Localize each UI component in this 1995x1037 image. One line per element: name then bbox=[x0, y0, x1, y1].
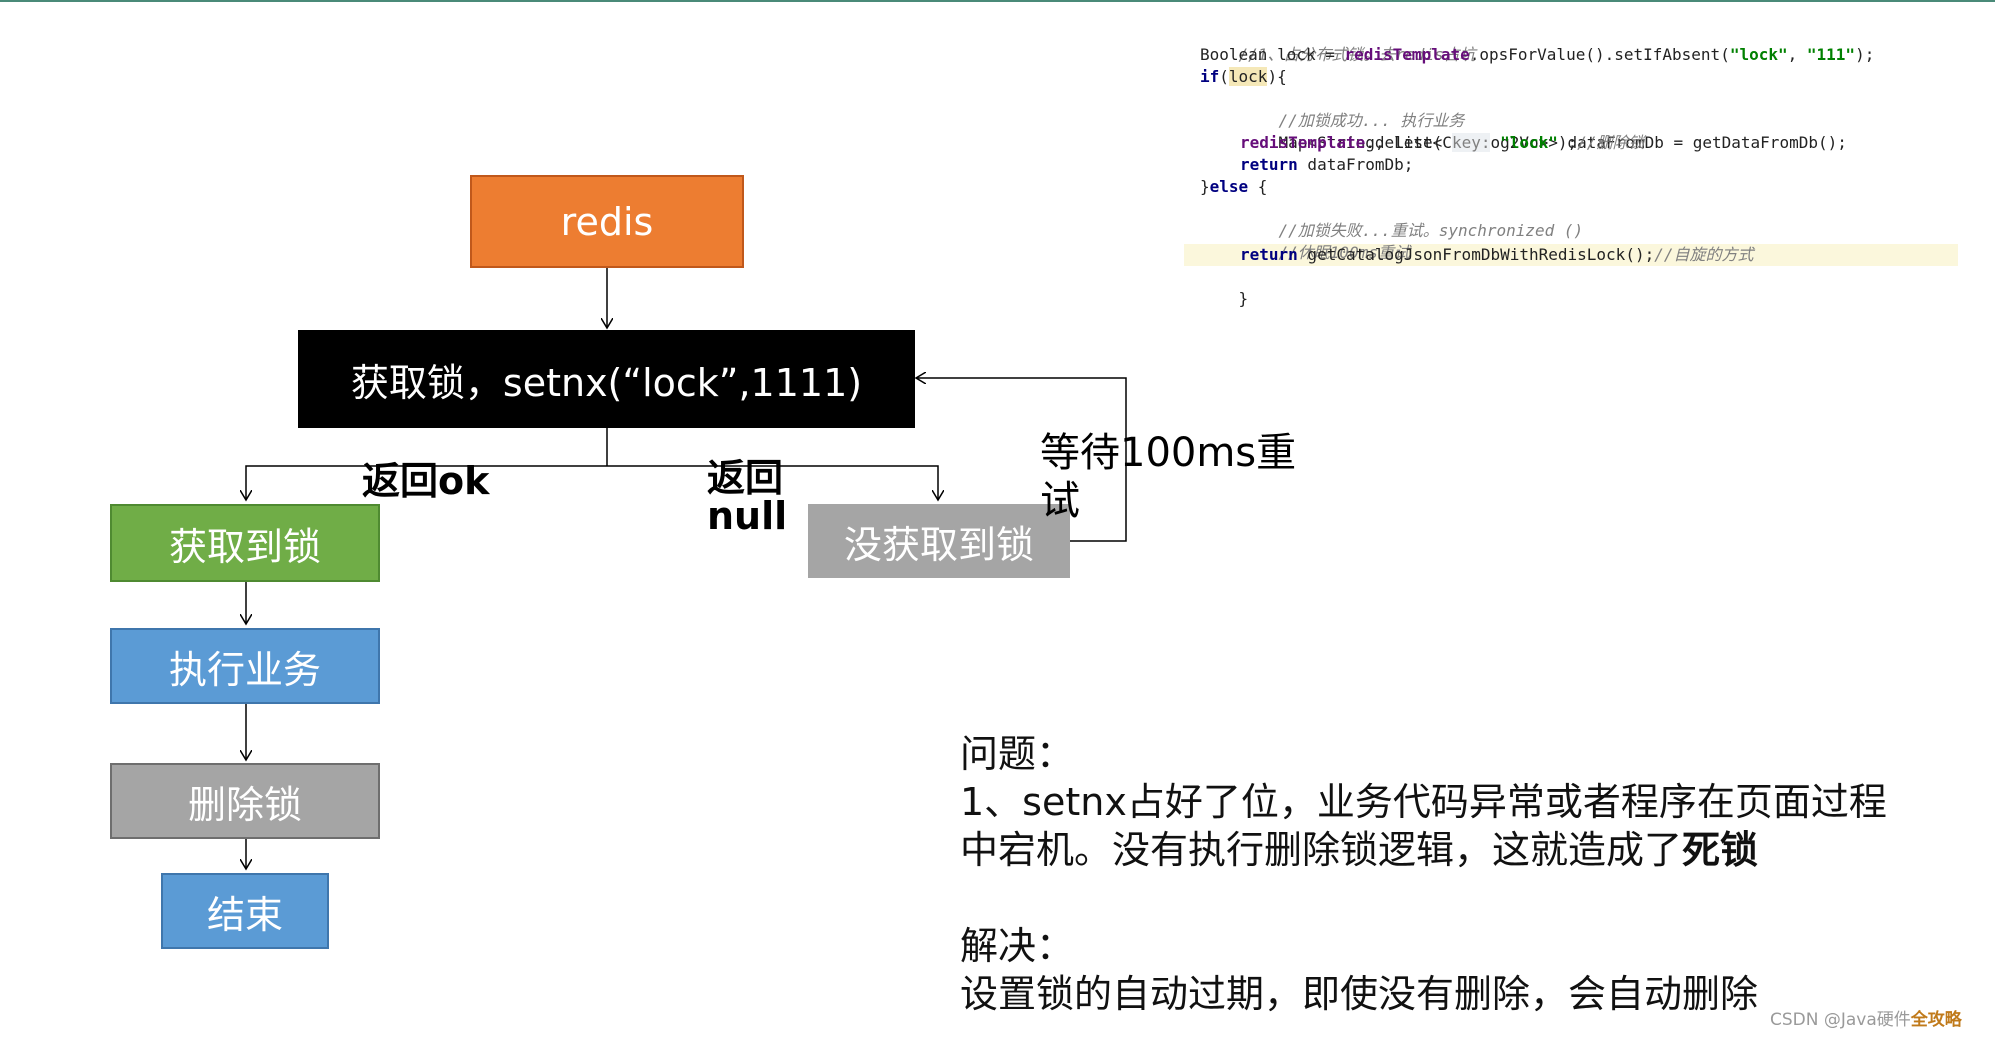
code-line-4: //加锁成功... 执行业务 bbox=[1240, 88, 1465, 154]
node-delete-lock-label: 删除锁 bbox=[187, 782, 302, 827]
code-snippet: //1、占分布式锁。去redis占坑 Boolean lock = redisT… bbox=[1184, 22, 1960, 308]
edge-label-return-ok: 返回ok bbox=[362, 459, 490, 503]
edge-label-return-null-2: null bbox=[707, 494, 788, 538]
code-keyword: return bbox=[1240, 245, 1298, 264]
code-keyword: else bbox=[1209, 177, 1249, 196]
code-text: ); bbox=[1855, 45, 1875, 64]
code-param-hint: key: bbox=[1451, 133, 1491, 152]
code-text: Boolean lock = bbox=[1200, 45, 1345, 64]
node-acquire-lock: 获取锁，setnx(“lock”,1111) bbox=[298, 330, 915, 428]
edge-label-retry-2: 试 bbox=[1040, 478, 1080, 524]
code-field: redisTemplate bbox=[1240, 133, 1366, 152]
notes-solution-line-1: 设置锁的自动过期，即使没有删除，会自动删除 bbox=[960, 972, 1759, 1016]
top-rule bbox=[0, 0, 1995, 2]
code-keyword: if bbox=[1200, 67, 1220, 86]
edge-retry-loop bbox=[916, 378, 1127, 542]
code-text: { bbox=[1248, 177, 1268, 196]
node-end: 结束 bbox=[161, 873, 329, 949]
notes-solution-title: 解决： bbox=[960, 924, 1075, 968]
code-variable-highlight: lock bbox=[1228, 67, 1268, 86]
code-text: .opsForValue().setIfAbsent( bbox=[1469, 45, 1730, 64]
node-acquire-lock-label: 获取锁，setnx(“lock”,1111) bbox=[350, 360, 863, 405]
watermark-brand: 全攻略 bbox=[1910, 1010, 1962, 1030]
code-line-1: //1、占分布式锁。去redis占坑 bbox=[1200, 22, 1476, 88]
notes-deadlock-emphasis: 死锁 bbox=[1682, 828, 1759, 872]
code-text: getCatalogJsonFromDbWithRedisLock(); bbox=[1297, 245, 1655, 264]
code-line-7: return dataFromDb; bbox=[1240, 154, 1413, 176]
code-line-11: return getCatalogJsonFromDbWithRedisLock… bbox=[1240, 244, 1754, 266]
watermark-text: CSDN @Java硬件 bbox=[1770, 1010, 1911, 1030]
code-text: ); bbox=[1557, 133, 1578, 152]
code-text: dataFromDb; bbox=[1297, 155, 1414, 174]
edge-label-retry-1: 等待100ms重 bbox=[1040, 430, 1297, 476]
code-comment: //1、占分布式锁。去redis占坑 bbox=[1238, 45, 1476, 64]
code-text: ( bbox=[1219, 67, 1229, 86]
code-string: "111" bbox=[1806, 45, 1856, 64]
code-text: .delete( bbox=[1365, 133, 1452, 152]
node-no-lock: 没获取到锁 bbox=[808, 504, 1070, 578]
code-line-10: //休眠100ms重试 bbox=[1240, 220, 1410, 286]
node-got-lock: 获取到锁 bbox=[110, 504, 380, 582]
code-text: } bbox=[1238, 289, 1249, 308]
node-delete-lock: 删除锁 bbox=[110, 763, 380, 839]
code-text: } bbox=[1200, 177, 1210, 196]
code-current-line-highlight bbox=[1184, 244, 1958, 266]
notes-problem-title: 问题： bbox=[960, 732, 1075, 776]
code-line-8: }else { bbox=[1200, 176, 1267, 198]
code-text: , bbox=[1787, 45, 1807, 64]
node-redis: redis bbox=[470, 175, 744, 268]
code-field: redisTemplate bbox=[1344, 45, 1470, 64]
node-got-lock-label: 获取到锁 bbox=[168, 524, 321, 569]
node-redis-label: redis bbox=[560, 199, 654, 244]
code-line-9: //加锁失败...重试。synchronized () bbox=[1240, 198, 1584, 264]
edge-to-no-lock bbox=[607, 465, 938, 500]
code-text: ){ bbox=[1267, 67, 1287, 86]
code-line-3: if(lock){ bbox=[1200, 66, 1287, 88]
code-keyword: return bbox=[1240, 155, 1298, 174]
code-line-6: redisTemplate.delete( key: "lock");//删除锁 bbox=[1240, 132, 1644, 154]
watermark: CSDN @Java硬件全攻略 bbox=[1770, 1005, 1962, 1030]
notes-problem-line-2: 中宕机。没有执行删除锁逻辑，这就造成了死锁 bbox=[960, 826, 1758, 874]
node-no-lock-label: 没获取到锁 bbox=[843, 522, 1034, 567]
notes-problem-line-2-text: 中宕机。没有执行删除锁逻辑，这就造成了 bbox=[960, 828, 1683, 872]
code-comment: //删除锁 bbox=[1577, 133, 1645, 152]
code-string: "lock" bbox=[1729, 45, 1788, 64]
code-comment: //加锁成功... 执行业务 bbox=[1278, 111, 1465, 130]
code-string: "lock" bbox=[1500, 133, 1558, 152]
edge-to-got-lock bbox=[246, 465, 607, 500]
node-execute: 执行业务 bbox=[110, 628, 380, 704]
code-line-2: Boolean lock = redisTemplate.opsForValue… bbox=[1200, 44, 1874, 66]
node-end-label: 结束 bbox=[206, 892, 283, 937]
edge-label-return-null-1: 返回 bbox=[707, 456, 784, 500]
code-line-12: } bbox=[1200, 266, 1249, 332]
node-execute-label: 执行业务 bbox=[168, 647, 321, 692]
code-comment: //自旋的方式 bbox=[1654, 245, 1754, 264]
notes-problem-line-1: 1、setnx占好了位，业务代码异常或者程序在页面过程 bbox=[960, 780, 1887, 824]
code-comment: //休眠100ms重试 bbox=[1278, 243, 1410, 262]
code-comment: //加锁失败...重试。synchronized () bbox=[1278, 221, 1584, 240]
